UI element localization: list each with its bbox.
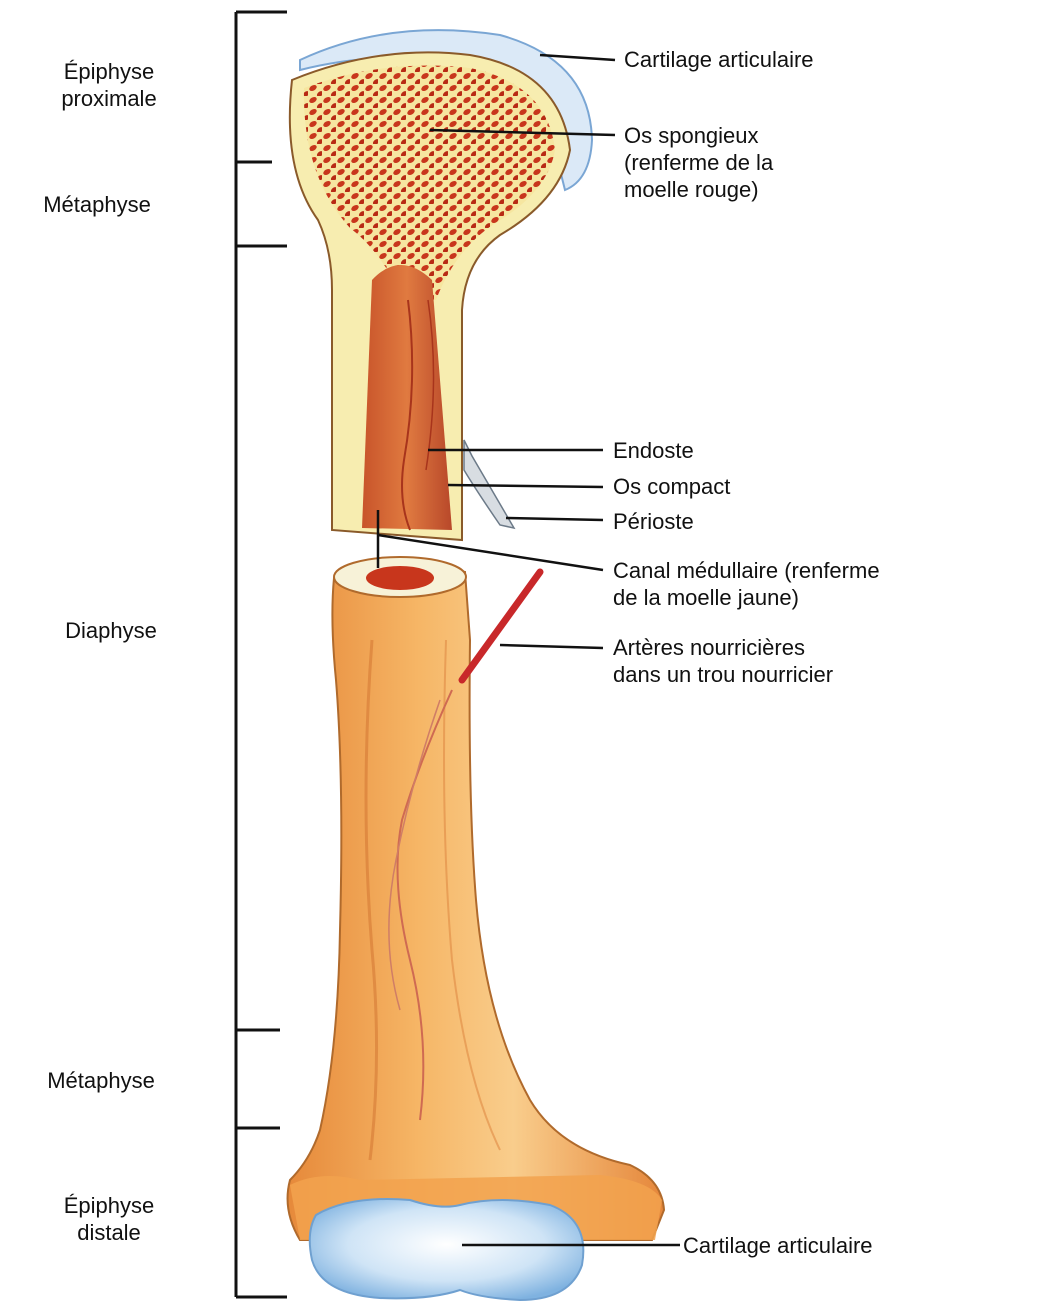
callout-os-compact: Os compact	[613, 473, 730, 500]
callout-canal-medullaire: Canal médullaire (renferme de la moelle …	[613, 557, 880, 611]
callout-line: Os spongieux	[624, 122, 773, 149]
callout-endoste: Endoste	[613, 437, 694, 464]
label-line: Épiphyse	[14, 58, 204, 85]
callout-os-spongieux: Os spongieux (renferme de la moelle roug…	[624, 122, 773, 203]
label-diaphyse: Diaphyse	[16, 617, 206, 644]
callout-line: dans un trou nourricier	[613, 661, 833, 688]
lower-bone-section	[288, 557, 664, 1300]
label-line: proximale	[14, 85, 204, 112]
label-metaphyse-distale: Métaphyse	[6, 1067, 196, 1094]
callout-arteres-nourricieres: Artères nourricières dans un trou nourri…	[613, 634, 833, 688]
region-bracket	[236, 12, 287, 1297]
label-line: distale	[14, 1219, 204, 1246]
callout-line: Canal médullaire (renferme	[613, 557, 880, 584]
label-epiphyse-distale: Épiphyse distale	[14, 1192, 204, 1246]
callout-perioste: Périoste	[613, 508, 694, 535]
callout-cartilage-articulaire-top: Cartilage articulaire	[624, 46, 814, 73]
callout-line: (renferme de la	[624, 149, 773, 176]
label-epiphyse-proximale: Épiphyse proximale	[14, 58, 204, 112]
callout-line: Artères nourricières	[613, 634, 833, 661]
label-metaphyse-proximale: Métaphyse	[2, 191, 192, 218]
upper-bone-section	[290, 30, 592, 540]
label-line: Épiphyse	[14, 1192, 204, 1219]
callout-cartilage-articulaire-bottom: Cartilage articulaire	[683, 1232, 873, 1259]
callout-line: moelle rouge)	[624, 176, 773, 203]
callout-line: de la moelle jaune)	[613, 584, 880, 611]
